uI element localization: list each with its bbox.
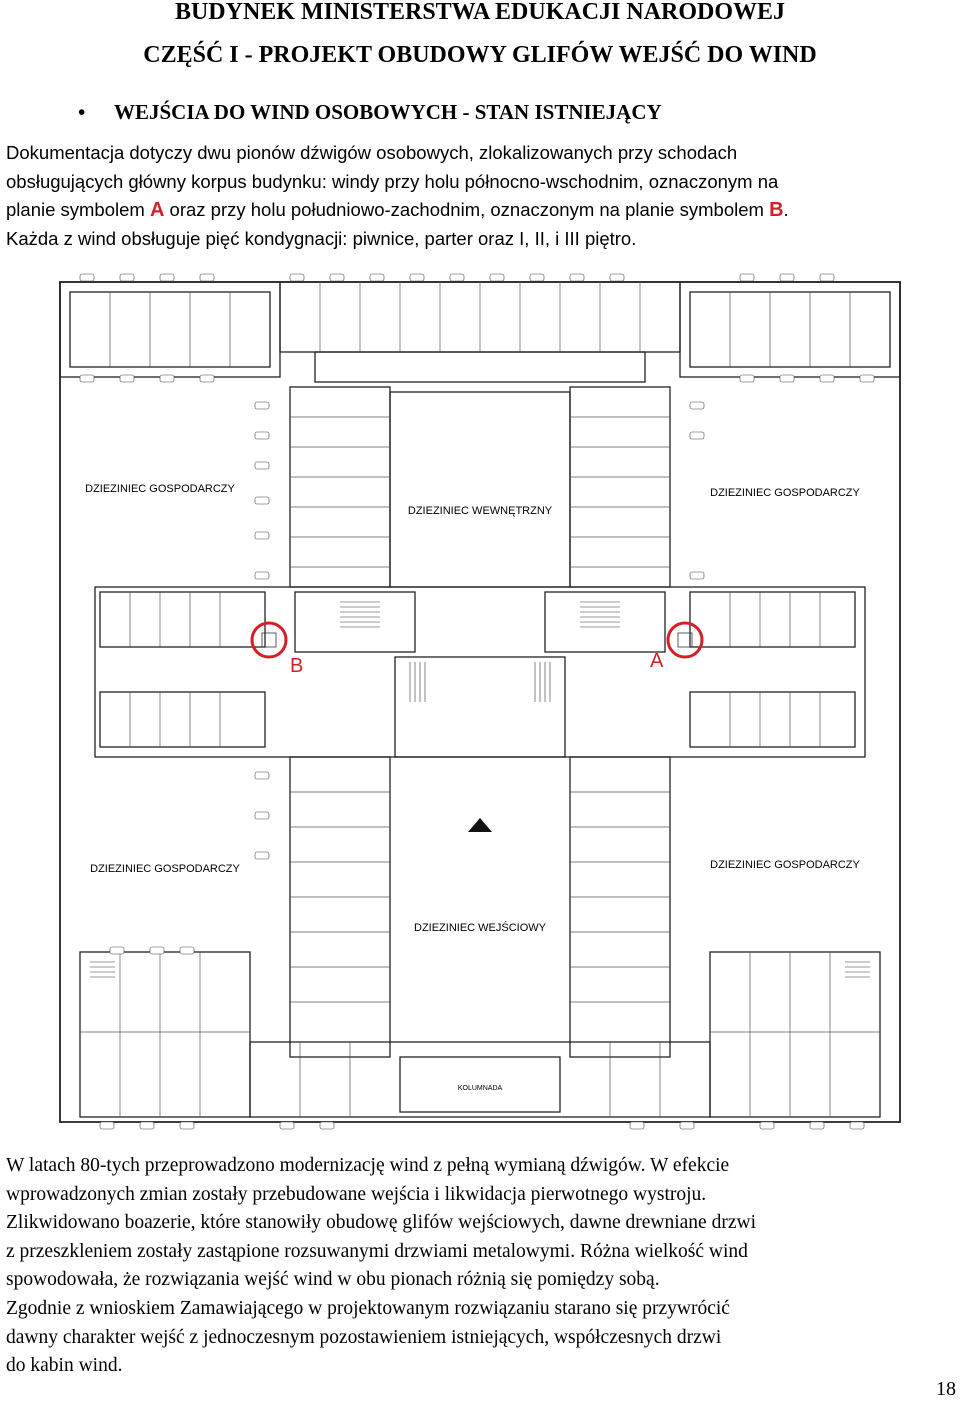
- intro-text: planie symbolem: [6, 199, 150, 221]
- lift-marker-a: A: [650, 621, 704, 672]
- marker-a-label: A: [650, 650, 664, 672]
- lift-b-circle-icon: [250, 621, 288, 659]
- lift-a-shaft-icon: [677, 632, 693, 648]
- intro-paragraph: Dokumentacja dotyczy dwu pionów dźwigów …: [6, 139, 956, 253]
- lift-b-shaft-icon: [261, 632, 277, 648]
- body-line: Zgodnie z wnioskiem Zamawiającego w proj…: [6, 1297, 730, 1319]
- body-line: spowodowała, że rozwiązania wejść wind w…: [6, 1269, 660, 1291]
- entrance-arrow-icon: [468, 818, 492, 832]
- page-number: 18: [936, 1378, 956, 1400]
- intro-line: Dokumentacja dotyczy dwu pionów dźwigów …: [6, 142, 738, 163]
- label-colonnade: KOLUMNADA: [458, 1085, 503, 1092]
- body-line: do kabin wind.: [6, 1355, 123, 1377]
- floor-plan: DZIEZINIEC GOSPODARCZY DZIEZINIEC GOSPOD…: [40, 262, 920, 1137]
- symbol-a: A: [149, 199, 165, 222]
- document-title: BUDYNEK MINISTERSTWA EDUKACJI NARODOWEJ: [174, 0, 786, 25]
- label-entrance-courtyard: DZIEZINIEC WEJŚCIOWY: [414, 921, 547, 934]
- lift-a-circle-icon: [666, 621, 704, 659]
- label-inner-courtyard: DZIEZINIEC WEWNĘTRZNY: [408, 505, 553, 517]
- label-service-courtyard-sw: DZIEZINIEC GOSPODARCZY: [90, 863, 240, 875]
- body-line: Zlikwidowano boazerie, które stanowiły o…: [6, 1212, 756, 1234]
- document-subtitle: CZĘŚĆ I - PROJEKT OBUDOWY GLIFÓW WEJŚĆ D…: [143, 42, 817, 68]
- lift-marker-b: B: [250, 621, 303, 677]
- marker-b-label: B: [290, 655, 303, 677]
- symbol-b: B: [769, 199, 784, 222]
- section-heading-text: WEJŚCIA DO WIND OSOBOWYCH - STAN ISTNIEJ…: [114, 100, 662, 124]
- label-service-courtyard-nw: DZIEZINIEC GOSPODARCZY: [85, 483, 235, 495]
- body-line: wprowadzonych zmian zostały przebudowane…: [6, 1183, 707, 1205]
- intro-line: planie symbolem A oraz przy holu południ…: [6, 196, 956, 225]
- bullet-icon: •: [78, 100, 86, 124]
- intro-text: oraz przy holu południowo-zachodnim, ozn…: [164, 199, 770, 221]
- body-paragraph: W latach 80-tych przeprowadzono moderniz…: [6, 1152, 956, 1381]
- section-heading: • WEJŚCIA DO WIND OSOBOWYCH - STAN ISTNIE…: [78, 98, 662, 126]
- label-service-courtyard-ne: DZIEZINIEC GOSPODARCZY: [710, 487, 860, 499]
- intro-line: obsługujących główny korpus budynku: win…: [6, 170, 779, 192]
- body-line: dawny charakter wejść z jednoczesnym poz…: [6, 1326, 722, 1348]
- floor-plan-drawing: DZIEZINIEC GOSPODARCZY DZIEZINIEC GOSPOD…: [59, 273, 901, 1130]
- label-service-courtyard-se: DZIEZINIEC GOSPODARCZY: [710, 859, 860, 871]
- body-line: W latach 80-tych przeprowadzono moderniz…: [6, 1155, 730, 1176]
- intro-line: Każda z wind obsługuje pięć kondygnacji:…: [6, 227, 637, 249]
- body-line: z przeszkleniem zostały zastąpione rozsu…: [6, 1240, 748, 1262]
- intro-text: .: [783, 199, 789, 221]
